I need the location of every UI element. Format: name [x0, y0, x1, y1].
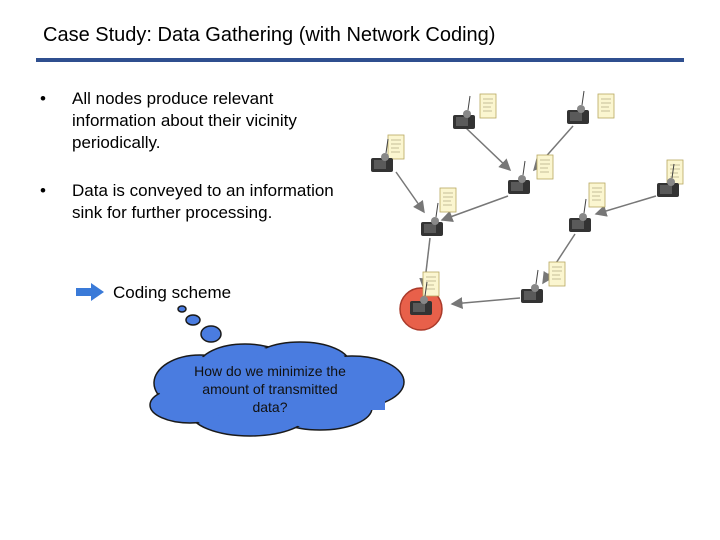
bullet-text: Data is conveyed to an information sink … — [72, 181, 334, 222]
title-underline — [36, 58, 684, 62]
bullet-dot: • — [40, 181, 46, 200]
right-arrow-icon — [76, 283, 104, 301]
slide-title: Case Study: Data Gathering (with Network… — [43, 24, 496, 46]
bullet-text: All nodes produce relevant information a… — [72, 89, 297, 152]
coding-scheme-label: Coding scheme — [113, 283, 232, 302]
document-icon — [387, 93, 684, 297]
bullet-dot: • — [40, 89, 46, 108]
cloud-question-text: How do we minimize the amount of transmi… — [194, 363, 346, 415]
